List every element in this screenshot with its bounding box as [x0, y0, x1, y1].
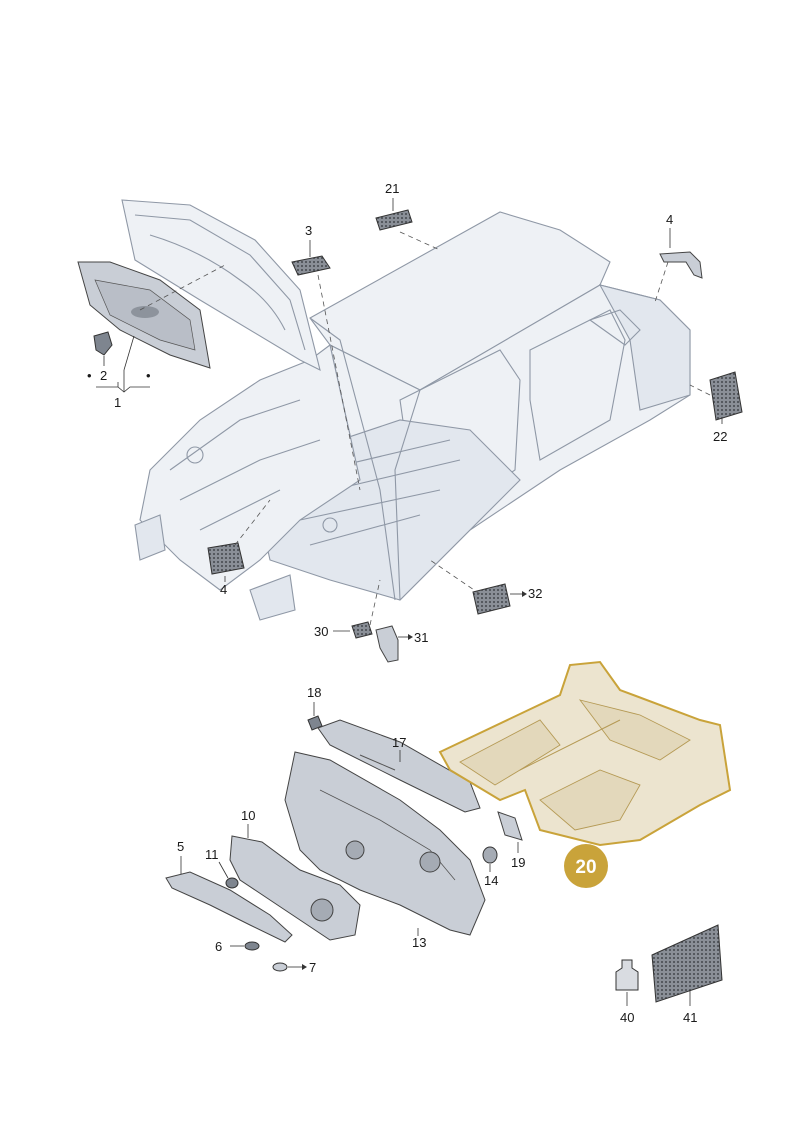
part-22-pad: [709, 371, 743, 421]
callout-30: 30: [314, 624, 328, 639]
part-40-adhesive-tube: [615, 959, 639, 991]
part-2-clip: [93, 331, 113, 356]
callout-6: 6: [215, 939, 222, 954]
part-19-pad: [497, 811, 523, 841]
callout-5: 5: [177, 839, 184, 854]
callout-10: 10: [241, 808, 255, 823]
callout-20-badge: [564, 844, 608, 888]
part-21-damper: [375, 209, 413, 231]
callout-17: 17: [392, 735, 406, 750]
part-18-clip: [307, 715, 323, 731]
part-5-seal-strip: [165, 871, 293, 943]
callout-32: 32: [528, 586, 542, 601]
callout-1: 1: [114, 395, 121, 410]
callout-4-left: 4: [220, 582, 227, 597]
callout-14: 14: [484, 873, 498, 888]
callout-3: 3: [305, 223, 312, 238]
callout-13: 13: [412, 935, 426, 950]
part-31-bracket: [375, 625, 399, 663]
callout-31: 31: [414, 630, 428, 645]
part-17-bulkhead-seal: [317, 719, 481, 813]
part-6-clip: [244, 941, 260, 951]
callout-bullet-a: •: [87, 368, 92, 383]
bracket-1: [96, 386, 150, 393]
part-10-insulation: [229, 835, 361, 941]
callout-20: 20: [575, 857, 596, 878]
callout-40: 40: [620, 1010, 634, 1025]
callout-4-top: 4: [666, 212, 673, 227]
hood: [121, 199, 321, 372]
callout-21: 21: [385, 181, 399, 196]
part-30-block: [351, 621, 373, 639]
callout-41: 41: [683, 1010, 697, 1025]
part-14-grommet: [482, 846, 498, 864]
callout-19: 19: [511, 855, 525, 870]
car-body-shell: [134, 211, 691, 621]
callout-2: 2: [100, 368, 107, 383]
part-32-pad: [472, 583, 511, 615]
part-4-pad-left: [207, 542, 245, 575]
callout-22: 22: [713, 429, 727, 444]
callout-18: 18: [307, 685, 321, 700]
part-4-trim-top: [659, 251, 703, 279]
part-13-bulkhead-insulation: [284, 751, 486, 936]
part-20-floor-carpet: [438, 660, 732, 847]
part-1-hood-insulation: [77, 261, 211, 369]
callout-11: 11: [205, 847, 219, 862]
part-7-clip: [272, 962, 288, 972]
leader-1-dash: [139, 264, 226, 311]
part-41-damping-mat: [651, 924, 723, 1003]
callout-7: 7: [309, 960, 316, 975]
part-11-grommet: [225, 877, 239, 889]
callout-bullet-b: •: [146, 368, 151, 383]
part-3-damper: [291, 255, 331, 276]
